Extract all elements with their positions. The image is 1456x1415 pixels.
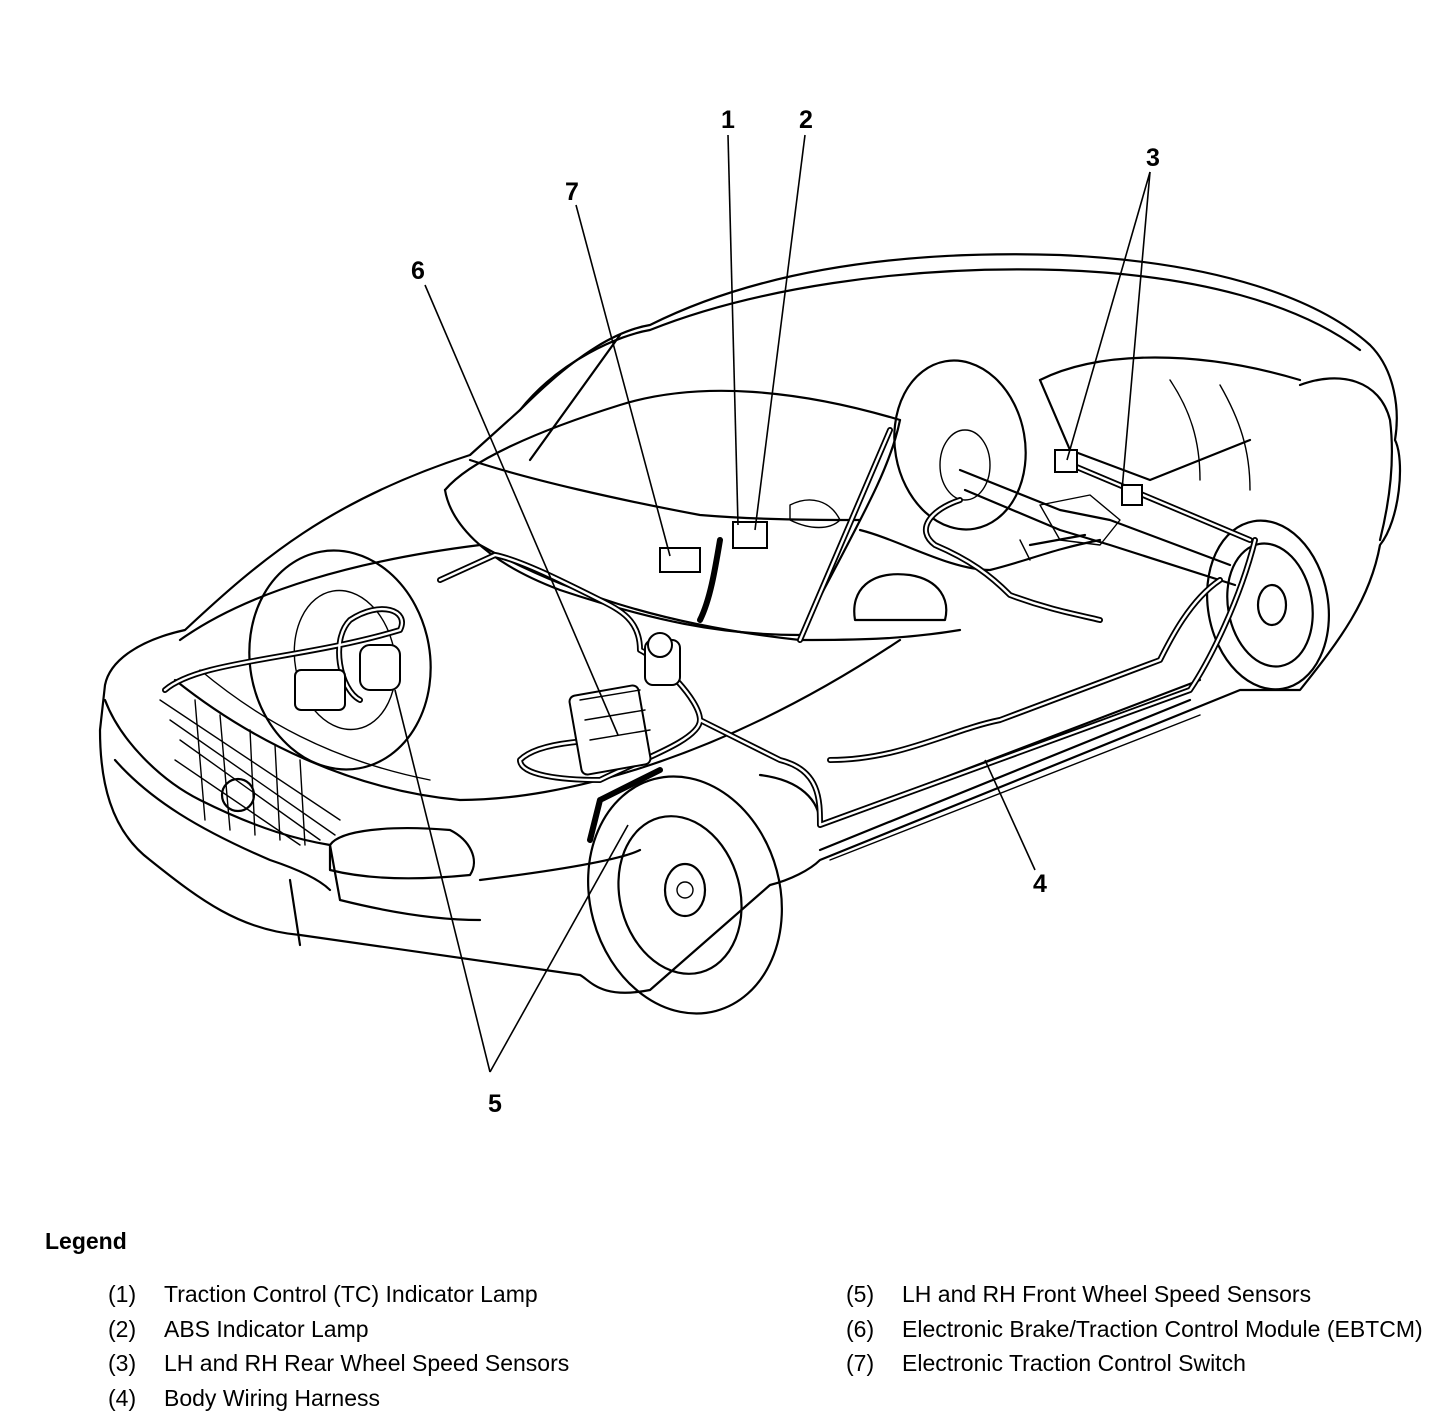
ebtcm-module xyxy=(569,633,680,775)
legend-item: (7) Electronic Traction Control Switch xyxy=(846,1346,1446,1381)
legend-item-number: (7) xyxy=(846,1346,902,1381)
car-body xyxy=(100,254,1400,993)
rear-right-wheel xyxy=(1194,511,1342,699)
legend-item-text: ABS Indicator Lamp xyxy=(164,1312,748,1347)
legend-item: (4) Body Wiring Harness xyxy=(108,1381,748,1415)
car-wiring-diagram: 1 2 3 4 5 6 7 xyxy=(0,0,1456,1180)
legend-item-text: Electronic Brake/Traction Control Module… xyxy=(902,1312,1446,1347)
legend-item: (3) LH and RH Rear Wheel Speed Sensors xyxy=(108,1346,748,1381)
legend-item-number: (4) xyxy=(108,1381,164,1415)
legend-right-column: (5) LH and RH Front Wheel Speed Sensors … xyxy=(846,1277,1446,1381)
callout-3: 3 xyxy=(1146,144,1160,172)
legend-item: (2) ABS Indicator Lamp xyxy=(108,1312,748,1347)
legend-item-number: (6) xyxy=(846,1312,902,1347)
legend-item-text: Body Wiring Harness xyxy=(164,1381,748,1415)
legend-item: (1) Traction Control (TC) Indicator Lamp xyxy=(108,1277,748,1312)
callout-2: 2 xyxy=(799,106,813,134)
legend-item-text: Traction Control (TC) Indicator Lamp xyxy=(164,1277,748,1312)
legend-title: Legend xyxy=(45,1228,127,1255)
legend-item-number: (2) xyxy=(108,1312,164,1347)
legend-item-text: Electronic Traction Control Switch xyxy=(902,1346,1446,1381)
legend-item: (5) LH and RH Front Wheel Speed Sensors xyxy=(846,1277,1446,1312)
front-sensor-left xyxy=(295,645,400,710)
legend-item-text: LH and RH Rear Wheel Speed Sensors xyxy=(164,1346,748,1381)
callout-1: 1 xyxy=(721,106,735,134)
indicator-lamps xyxy=(733,522,767,548)
legend-item-number: (5) xyxy=(846,1277,902,1312)
callout-7: 7 xyxy=(565,178,579,206)
legend-item: (6) Electronic Brake/Traction Control Mo… xyxy=(846,1312,1446,1347)
legend-item-number: (1) xyxy=(108,1277,164,1312)
tc-switch xyxy=(660,548,700,572)
wiring-harness xyxy=(165,430,1255,840)
front-right-wheel xyxy=(562,755,808,1036)
callout-4: 4 xyxy=(1033,870,1047,898)
callout-5: 5 xyxy=(488,1090,502,1118)
legend-item-text: LH and RH Front Wheel Speed Sensors xyxy=(902,1277,1446,1312)
legend-left-column: (1) Traction Control (TC) Indicator Lamp… xyxy=(108,1277,748,1415)
callout-6: 6 xyxy=(411,257,425,285)
legend-item-number: (3) xyxy=(108,1346,164,1381)
